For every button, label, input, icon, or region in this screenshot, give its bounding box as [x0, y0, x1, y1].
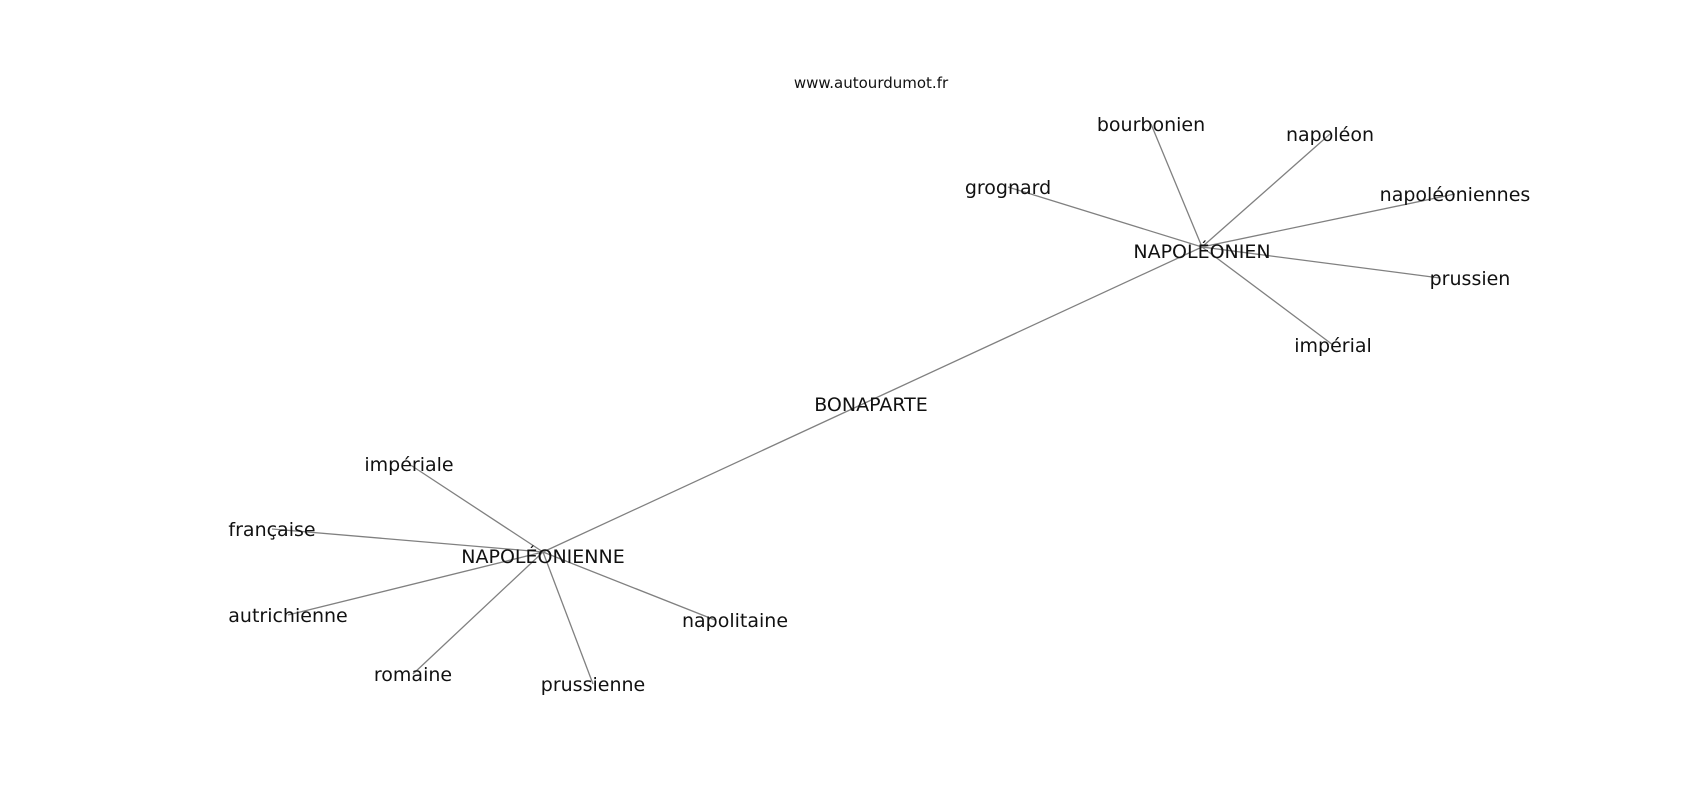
edge-napoleonien-napoleonienne: [542, 246, 1203, 553]
node-napoleonien[interactable]: NAPOLÉONIEN: [1133, 240, 1270, 263]
edge-napoleonienne-autrichienne: [287, 551, 544, 616]
edge-napoleonien-napoleoniennes: [1201, 193, 1456, 248]
edge-napoleonien-imperial: [1201, 246, 1334, 346]
edge-napoleonien-bourbonien: [1150, 123, 1203, 248]
node-prussien[interactable]: prussien: [1430, 268, 1511, 290]
edge-napoleonien-napoleon: [1201, 133, 1331, 248]
edge-napoleonien-grognard: [1007, 186, 1203, 248]
source-watermark: www.autourdumot.fr: [794, 74, 949, 92]
node-grognard[interactable]: grognard: [965, 177, 1051, 199]
node-napoleonienne[interactable]: NAPOLÉONIENNE: [461, 545, 624, 568]
edge-napoleonienne-francaise: [271, 528, 544, 553]
node-autrichienne[interactable]: autrichienne: [228, 605, 347, 627]
edge-napoleonienne-imperiale: [408, 463, 544, 553]
node-imperiale[interactable]: impériale: [364, 454, 453, 476]
edge-napoleonienne-napolitaine: [542, 551, 716, 621]
node-romaine[interactable]: romaine: [374, 664, 452, 686]
node-bourbonien[interactable]: bourbonien: [1097, 114, 1205, 136]
edges-layer: [271, 123, 1456, 685]
node-imperial[interactable]: impérial: [1294, 335, 1372, 357]
edge-napoleonienne-romaine: [412, 551, 544, 675]
node-bonaparte[interactable]: BONAPARTE: [814, 394, 928, 416]
node-napolitaine[interactable]: napolitaine: [682, 610, 788, 632]
edge-napoleonienne-prussienne: [542, 551, 594, 685]
node-prussienne[interactable]: prussienne: [541, 674, 645, 696]
edge-napoleonien-prussien: [1201, 246, 1441, 279]
node-francaise[interactable]: française: [228, 519, 315, 541]
node-napoleon[interactable]: napoléon: [1286, 124, 1374, 146]
node-napoleoniennes[interactable]: napoléoniennes: [1380, 184, 1531, 206]
labels-layer: BONAPARTE NAPOLÉONIEN NAPOLÉONIENNE grognar…: [228, 114, 1530, 696]
